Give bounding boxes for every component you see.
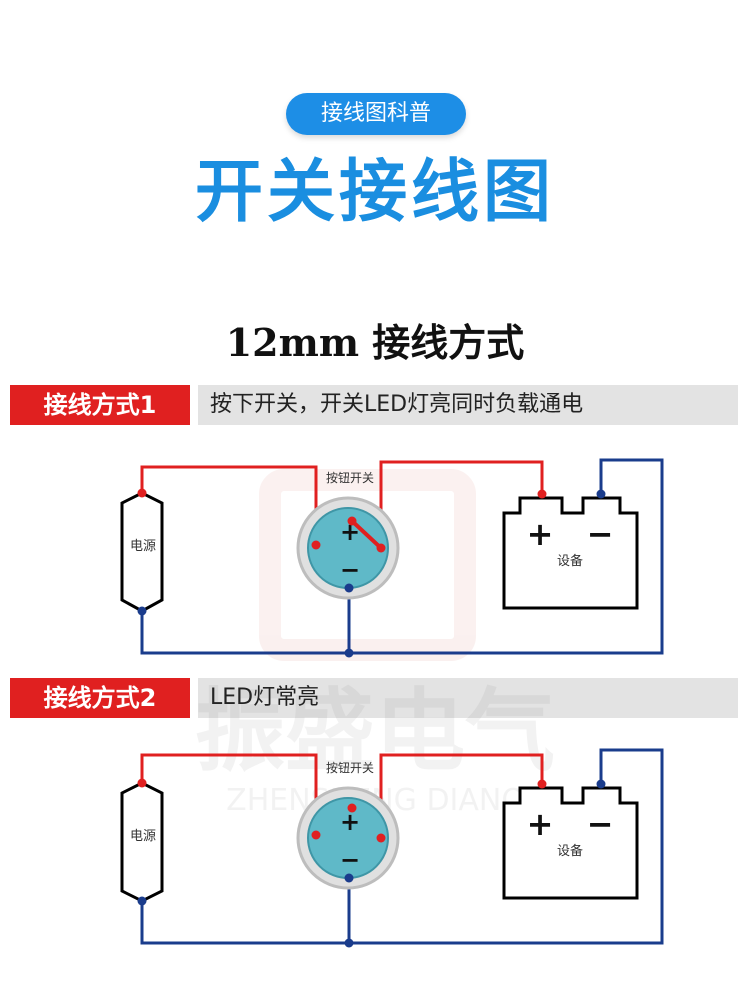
terminal-power-pos-1 [137, 488, 147, 498]
terminal-switch-minus-1 [344, 583, 354, 593]
page-title: 开关接线图 [194, 153, 555, 232]
method1-notch [190, 385, 198, 425]
diagram-method2: 电源 按钮开关 + − + − 设备 [120, 748, 664, 948]
terminal-device-pos-1 [537, 489, 547, 499]
switch-plus-2: + [340, 808, 360, 836]
terminal-device-neg-2 [596, 779, 606, 789]
push-button-switch-1: 按钮开关 + − [296, 470, 400, 600]
method2-tag: 接线方式2 [10, 678, 190, 718]
wire-red-switch-to-device-2 [379, 753, 544, 838]
switch-minus-2: − [340, 846, 360, 874]
switch-label-2: 按钮开关 [326, 760, 374, 775]
watermark: 振盛电气 ZHENSHENG DIANQI [195, 469, 555, 818]
push-button-switch-2: 按钮开关 + − [296, 760, 400, 890]
watermark-logo-frame [259, 469, 476, 661]
power-supply-1: 电源 [120, 491, 164, 613]
device-plus-2: + [527, 805, 554, 843]
wire-blue-loop-1 [140, 458, 664, 655]
method2-description: LED灯常亮 [210, 685, 320, 710]
terminal-device-neg-1 [596, 489, 606, 499]
terminal-switch-plus-2 [347, 803, 357, 813]
terminal-switch-plus-1 [347, 516, 357, 526]
diagram-method1: 电源 按钮开关 + − + − 设备 [120, 458, 664, 658]
terminal-device-pos-2 [537, 779, 547, 789]
power-label-1: 电源 [130, 539, 156, 554]
power-supply-2: 电源 [120, 781, 164, 903]
page-subtitle: 12mm 接线方式 [225, 320, 525, 365]
terminal-switch-a-2 [311, 830, 321, 840]
wire-red-switch-to-device-1 [379, 460, 544, 548]
junction-2 [344, 938, 354, 948]
device-minus-1: − [587, 515, 614, 553]
terminal-power-neg-1 [137, 606, 147, 616]
method2-band: 接线方式2 LED灯常亮 [10, 678, 738, 718]
terminal-power-neg-2 [137, 896, 147, 906]
method2-notch [190, 678, 198, 718]
method1-description: 按下开关，开关LED灯亮同时负载通电 [210, 392, 584, 417]
method1-band: 接线方式1 按下开关，开关LED灯亮同时负载通电 [10, 385, 738, 425]
terminal-switch-a-1 [311, 540, 321, 550]
watermark-brand-cn: 振盛电气 [195, 679, 555, 784]
device-label-2: 设备 [557, 843, 583, 859]
switch-minus-1: − [340, 556, 360, 584]
wire-red-power-to-switch-2 [140, 753, 318, 835]
switch-jumper-1 [350, 519, 383, 550]
wire-blue-loop-2 [140, 748, 664, 945]
device-minus-2: − [587, 805, 614, 843]
switch-label-1: 按钮开关 [326, 470, 374, 485]
terminal-switch-b-1 [376, 543, 386, 553]
terminal-power-pos-2 [137, 778, 147, 788]
device-1: + − 设备 [502, 496, 639, 610]
device-2: + − 设备 [502, 786, 639, 900]
category-pill: 接线图科普 [286, 93, 466, 135]
power-label-2: 电源 [130, 829, 156, 844]
wire-red-power-to-switch-1 [140, 465, 318, 545]
device-plus-1: + [527, 515, 554, 553]
terminal-switch-minus-2 [344, 873, 354, 883]
method1-tag: 接线方式1 [10, 385, 190, 425]
device-label-1: 设备 [557, 553, 583, 569]
junction-1 [344, 648, 354, 658]
terminal-switch-b-2 [376, 833, 386, 843]
